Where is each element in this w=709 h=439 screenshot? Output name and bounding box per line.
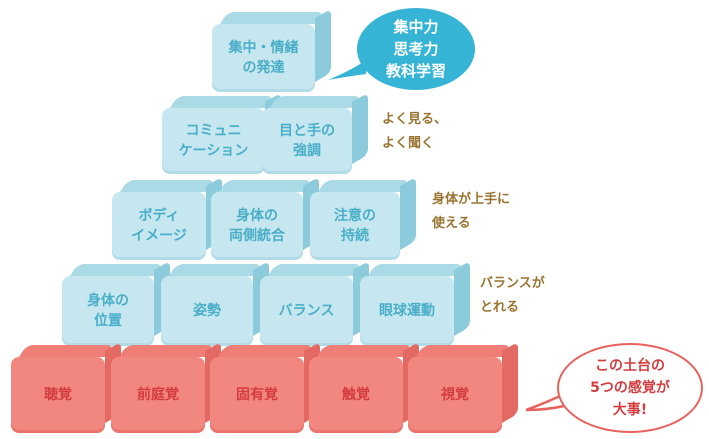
speech-bubble-top: 集中力 思考力 教科学習 [357, 8, 475, 90]
block-label: 目と手の 強調 [262, 108, 352, 174]
block-l1-4: 触覚 [309, 341, 419, 433]
block-l2-1: 身体の 位置 [62, 260, 170, 346]
block-l2-3: バランス [260, 260, 369, 346]
block-label: 身体の 両側統合 [211, 192, 303, 260]
block-l2-4: 眼球運動 [360, 260, 470, 346]
block-l3-1: ボディ イメージ [112, 176, 222, 260]
block-label: ボディ イメージ [112, 192, 206, 260]
block-label: 触覚 [309, 357, 403, 433]
bubble-top-tail [328, 60, 366, 80]
block-l3-3: 注意の 持続 [310, 176, 416, 260]
note-level2: バランスが とれる [480, 276, 545, 315]
block-label: 眼球運動 [360, 276, 454, 346]
block-l1-2: 前庭覚 [111, 341, 221, 433]
block-label: 視覚 [408, 357, 502, 433]
block-label: 前庭覚 [111, 357, 205, 433]
block-label: バランス [260, 276, 353, 346]
note-level3: 身体が上手に 使える [432, 192, 511, 231]
block-label: 聴覚 [11, 357, 105, 433]
block-l1-3: 固有覚 [210, 341, 320, 433]
block-l5-1: 集中・情緒 の発達 [212, 8, 331, 92]
bubble-bottom-tail [526, 392, 565, 412]
block-label: 姿勢 [161, 276, 253, 346]
speech-bubble-bottom: この土台の 5つの感覚が 大事! [557, 343, 703, 433]
block-l1-1: 聴覚 [11, 341, 121, 433]
block-l2-2: 姿勢 [161, 260, 269, 346]
block-label: 集中・情緒 の発達 [212, 24, 315, 92]
block-l3-2: 身体の 両側統合 [211, 176, 319, 260]
block-label: 注意の 持続 [310, 192, 400, 260]
block-label: 身体の 位置 [62, 276, 154, 346]
block-l1-5: 視覚 [408, 341, 518, 433]
note-level4: よく見る、 よく聞く [382, 112, 448, 151]
block-label: 固有覚 [210, 357, 304, 433]
block-l4-1: コミュニ ケーション [162, 92, 281, 174]
block-l4-2: 目と手の 強調 [262, 92, 368, 174]
block-label: コミュニ ケーション [162, 108, 265, 174]
